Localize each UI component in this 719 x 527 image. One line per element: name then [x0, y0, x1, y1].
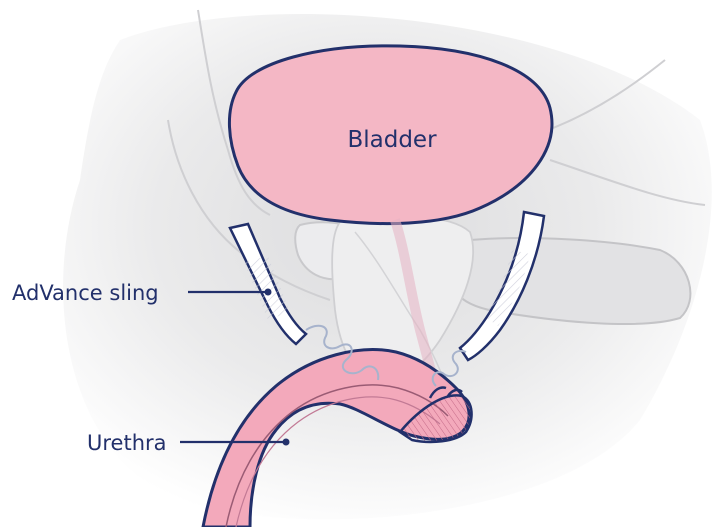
urethra-label: Urethra: [87, 431, 167, 455]
sling-label: AdVance sling: [12, 281, 159, 305]
sling-label-leader-dot: [265, 289, 272, 296]
urethra-label-leader-dot: [283, 439, 290, 446]
bladder-label: Bladder: [347, 127, 437, 153]
